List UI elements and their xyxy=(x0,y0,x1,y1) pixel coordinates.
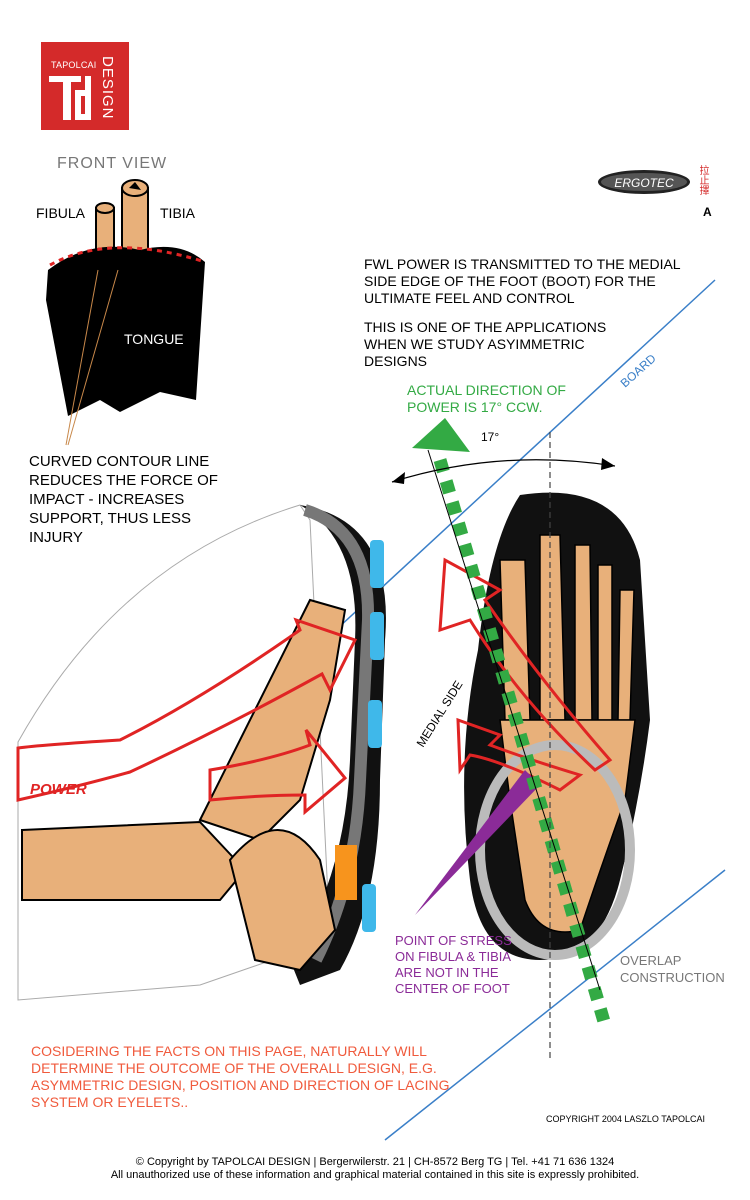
chinese-characters: 拉止擇 xyxy=(697,165,708,195)
board-line-lower xyxy=(384,869,726,1141)
tapolcai-logo: TAPOLCAI DESIGN xyxy=(41,42,129,130)
power-direction-arrow xyxy=(412,418,612,1027)
fwl-power-note: FWL POWER IS TRANSMITTED TO THE MEDIAL S… xyxy=(364,256,681,306)
actual-direction-note: ACTUAL DIRECTION OF POWER IS 17° CCW. xyxy=(407,382,566,415)
tibia-label: TIBIA xyxy=(160,205,196,221)
power-label: POWER xyxy=(30,781,87,798)
stress-point-note: POINT OF STRESS ON FIBULA & TIBIA ARE NO… xyxy=(395,933,512,996)
logo-word: TAPOLCAI xyxy=(51,60,97,70)
angle-label: 17° xyxy=(481,430,499,444)
logo-td-mark xyxy=(49,76,91,120)
footer-line-2: All unauthorized use of these informatio… xyxy=(110,1169,640,1181)
fibula-label: FIBULA xyxy=(36,205,86,221)
ergotec-text: ERGOTEC xyxy=(614,176,674,190)
sole-top-view xyxy=(464,492,650,960)
footer: © Copyright by TAPOLCAI DESIGN | Bergerw… xyxy=(0,1156,750,1182)
power-arrows-side: POWER xyxy=(16,617,358,816)
ergotec-badge: ERGOTEC xyxy=(598,170,690,194)
tongue-label: TONGUE xyxy=(124,331,184,347)
overlap-construction-note: OVERLAP CONSTRUCTION xyxy=(620,953,725,985)
version-letter: A xyxy=(703,205,712,219)
footer-line-1: © Copyright by TAPOLCAI DESIGN | Bergerw… xyxy=(135,1156,615,1168)
angle-arc xyxy=(391,459,616,483)
logo-design-word: DESIGN xyxy=(99,56,116,120)
considering-note: COSIDERING THE FACTS ON THIS PAGE, NATUR… xyxy=(31,1043,450,1110)
asymmetric-study-note: THIS IS ONE OF THE APPLICATIONS WHEN WE … xyxy=(364,319,607,369)
side-view-figure xyxy=(17,504,386,1001)
curved-contour-note: CURVED CONTOUR LINE REDUCES THE FORCE OF… xyxy=(29,453,218,546)
front-view-title: FRONT VIEW xyxy=(57,155,168,172)
stress-wedge xyxy=(415,770,540,915)
front-view-figure xyxy=(46,179,206,446)
tilted-axis xyxy=(427,449,601,991)
copyright-2004: COPYRIGHT 2004 LASZLO TAPOLCAI xyxy=(546,1114,706,1124)
